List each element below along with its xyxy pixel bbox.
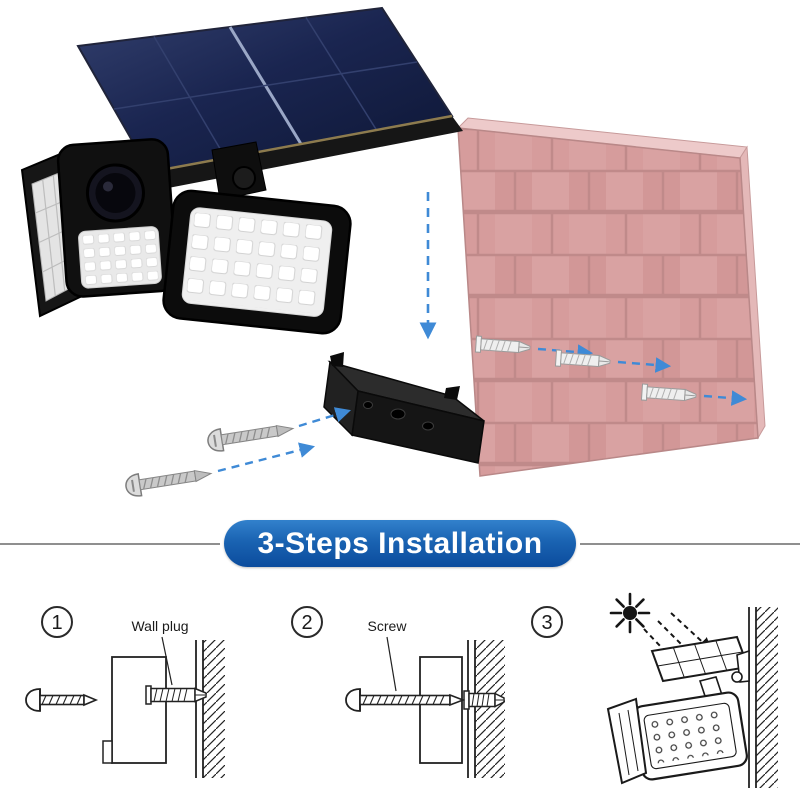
hatched-wall-icon xyxy=(467,640,505,778)
led-head-right xyxy=(162,189,352,335)
step-number-badge: 3 xyxy=(531,606,563,638)
dashed-arrow-icon xyxy=(217,442,316,473)
installation-banner: 3-Steps Installation xyxy=(224,520,576,567)
step-3: 3 xyxy=(531,592,778,788)
mounted-light-drawing xyxy=(606,635,750,785)
divider-line-left xyxy=(0,543,220,545)
bracket-outline xyxy=(419,656,463,764)
step-number-badge: 2 xyxy=(291,606,323,638)
divider-line-right xyxy=(580,543,800,545)
banner-title: 3-Steps Installation xyxy=(257,526,543,560)
wall-plug-label: Wall plug xyxy=(131,618,188,634)
step-1: 1 Wall plu xyxy=(25,606,225,778)
hatched-wall-icon xyxy=(195,640,225,778)
product-photo xyxy=(20,6,766,497)
wall-plug xyxy=(640,383,697,402)
screw xyxy=(125,469,213,497)
step-number: 3 xyxy=(541,612,552,634)
dashed-arrow-icon xyxy=(298,407,351,428)
installation-steps: 1 Wall plu xyxy=(25,592,778,788)
screw-icon xyxy=(345,688,466,712)
bracket-outline xyxy=(102,656,167,764)
sun-icon xyxy=(609,592,651,634)
wall-plug-icon xyxy=(145,685,207,705)
mounting-arm xyxy=(211,141,267,201)
screw xyxy=(207,424,295,452)
dashed-arrow-icon xyxy=(703,390,748,406)
hatched-wall-icon xyxy=(748,607,778,788)
step-number-badge: 1 xyxy=(41,606,73,638)
label-leader-line xyxy=(386,636,397,692)
wall-plug xyxy=(474,335,531,354)
label-leader-line xyxy=(161,636,173,686)
mounting-bracket xyxy=(323,352,485,464)
brick-wall xyxy=(456,117,766,477)
led-head-center xyxy=(56,138,178,298)
screw-icon xyxy=(25,688,99,712)
step-2: 2 xyxy=(291,606,505,778)
screw-label: Screw xyxy=(368,618,408,634)
step-number: 2 xyxy=(301,612,312,634)
dashed-arrow-icon xyxy=(537,344,594,360)
step-number: 1 xyxy=(51,612,62,634)
wall-plug xyxy=(554,349,611,368)
